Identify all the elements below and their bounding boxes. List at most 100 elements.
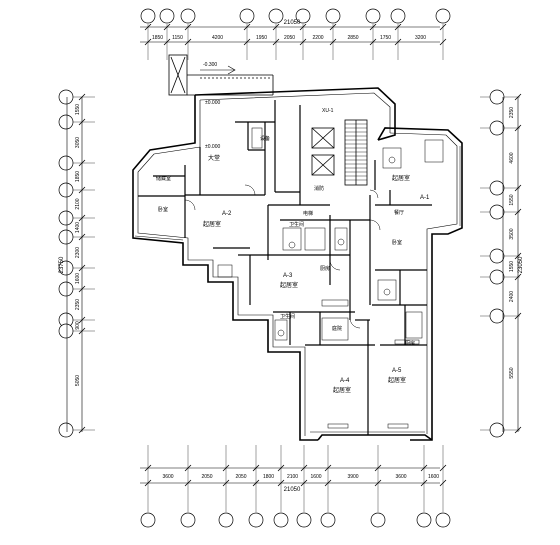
bottom-dim-2: 2050 bbox=[235, 474, 246, 480]
left-dim-1: 3050 bbox=[75, 137, 81, 148]
bottom-dim-7: 3600 bbox=[395, 474, 406, 480]
axis-bubble-right-3 bbox=[489, 204, 505, 220]
room-a3-code: A-3 bbox=[283, 273, 293, 279]
room-a5-living: 起居室 bbox=[388, 376, 406, 384]
left-dim-9: 5050 bbox=[75, 375, 81, 386]
room-dining: 餐厅 bbox=[394, 209, 404, 216]
bottom-dim-0: 3600 bbox=[162, 474, 173, 480]
left-dim-7: 2350 bbox=[75, 299, 81, 310]
top-total-dim: 21050 bbox=[284, 20, 301, 26]
axis-bubble-top-0 bbox=[140, 8, 156, 24]
axis-bubble-bottom-4 bbox=[273, 512, 289, 528]
top-dim-1: 1150 bbox=[172, 35, 183, 41]
right-dim-6: 5550 bbox=[509, 367, 515, 378]
room-hall: 大堂 bbox=[208, 154, 220, 162]
axis-bubble-top-7 bbox=[365, 8, 381, 24]
axis-bubbles bbox=[58, 8, 505, 528]
level-stair: -0.300 bbox=[203, 62, 217, 68]
stair-treads bbox=[345, 123, 367, 181]
axis-bubble-left-3 bbox=[58, 182, 74, 198]
axis-bubble-bottom-5 bbox=[296, 512, 312, 528]
axis-bubble-right-1 bbox=[489, 120, 505, 136]
left-dim-8: 900 bbox=[75, 321, 81, 330]
top-dim-8: 3200 bbox=[415, 35, 426, 41]
room-a1-living: 起居室 bbox=[392, 174, 410, 182]
axis-bubble-left-9 bbox=[58, 323, 74, 339]
axis-bubble-top-3 bbox=[239, 8, 255, 24]
top-dim-7: 1750 bbox=[380, 35, 391, 41]
room-a4-living: 起居室 bbox=[333, 386, 351, 394]
balcony-railings bbox=[134, 146, 461, 433]
top-dim-5: 2200 bbox=[312, 35, 323, 41]
bottom-dim-1: 2050 bbox=[201, 474, 212, 480]
room-kitchen-b: 厨房 bbox=[405, 340, 415, 347]
axis-bubble-top-4 bbox=[268, 8, 284, 24]
axis-bubble-top-6 bbox=[325, 8, 341, 24]
right-dim-0: 2350 bbox=[509, 107, 515, 118]
axis-bubble-top-1 bbox=[159, 8, 175, 24]
right-dim-2: 1550 bbox=[509, 194, 515, 205]
room-a3-living: 起居室 bbox=[280, 281, 298, 289]
level-hall: ±0.000 bbox=[205, 144, 220, 150]
axis-bubble-right-4 bbox=[489, 248, 505, 264]
left-dim-2: 1850 bbox=[75, 171, 81, 182]
top-dim-6: 2850 bbox=[347, 35, 358, 41]
room-a4-code: A-4 bbox=[340, 378, 350, 384]
axis-bubble-bottom-8 bbox=[416, 512, 432, 528]
axis-bubble-bottom-6 bbox=[320, 512, 336, 528]
axis-bubble-right-2 bbox=[489, 180, 505, 196]
axis-bubble-left-7 bbox=[58, 281, 74, 297]
left-dim-3: 2100 bbox=[75, 198, 81, 209]
room-kitchen-a: 厨房 bbox=[320, 265, 330, 272]
right-total-dim: 23050 bbox=[518, 256, 524, 273]
axis-bubble-bottom-0 bbox=[140, 512, 156, 528]
axis-bubble-left-1 bbox=[58, 114, 74, 130]
axis-bubble-top-8 bbox=[390, 8, 406, 24]
room-util: 设备 bbox=[260, 135, 270, 142]
right-dim-1: 4600 bbox=[509, 152, 515, 163]
left-dim-6: 1600 bbox=[75, 273, 81, 284]
axis-bubble-left-0 bbox=[58, 89, 74, 105]
bottom-dim-4: 2100 bbox=[287, 474, 298, 480]
level-mark-stair bbox=[200, 65, 236, 75]
stair-core bbox=[311, 119, 368, 186]
room-bath-b: 卫生间 bbox=[280, 313, 295, 320]
left-total-dim: 23750 bbox=[59, 256, 65, 273]
fixtures bbox=[217, 127, 444, 429]
door-swings bbox=[184, 184, 381, 329]
axis-bubble-left-10 bbox=[58, 422, 74, 438]
axis-bubble-right-0 bbox=[489, 89, 505, 105]
room-a5-code: A-5 bbox=[392, 368, 402, 374]
exterior-walls bbox=[132, 87, 463, 441]
axis-bubble-left-6 bbox=[58, 260, 74, 276]
top-dim-0: 1850 bbox=[152, 35, 163, 41]
right-dim-5: 2400 bbox=[509, 291, 515, 302]
axis-bubble-bottom-7 bbox=[370, 512, 386, 528]
axis-bubble-top-2 bbox=[180, 8, 196, 24]
dimension-ticks bbox=[78, 23, 522, 487]
axis-grid-lines bbox=[60, 24, 520, 512]
level-entry: ±0.000 bbox=[205, 100, 220, 106]
axis-bubble-left-5 bbox=[58, 229, 74, 245]
axis-bubble-bottom-9 bbox=[435, 512, 451, 528]
room-bath-a: 卫生间 bbox=[289, 221, 304, 228]
axis-bubble-top-9 bbox=[435, 8, 451, 24]
room-a1-code: A-1 bbox=[420, 195, 430, 201]
bottom-dim-5: 1600 bbox=[310, 474, 321, 480]
axis-bubble-left-2 bbox=[58, 155, 74, 171]
axis-bubble-right-5 bbox=[489, 269, 505, 285]
room-bedroom-e: 卧室 bbox=[392, 239, 402, 246]
axis-bubble-bottom-1 bbox=[180, 512, 196, 528]
left-dim-4: 1400 bbox=[75, 222, 81, 233]
room-a2-living: 起居室 bbox=[203, 220, 221, 228]
room-a2-code: A-2 bbox=[222, 211, 232, 217]
bottom-dim-8: 1600 bbox=[428, 474, 439, 480]
axis-bubble-top-5 bbox=[295, 8, 311, 24]
dimension-lines bbox=[66, 26, 519, 484]
left-dim-5: 2300 bbox=[75, 247, 81, 258]
right-dim-3: 3500 bbox=[509, 228, 515, 239]
